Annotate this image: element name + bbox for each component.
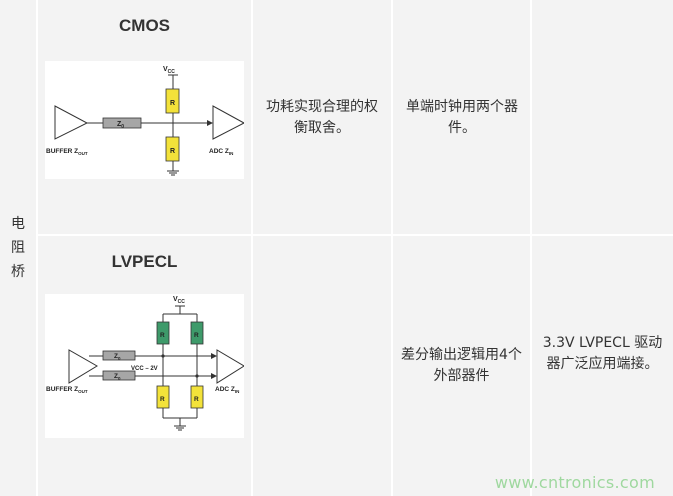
- svg-text:ADC ZIN: ADC ZIN: [215, 386, 239, 394]
- cmos-header: CMOS: [119, 16, 170, 35]
- svg-text:Z0: Z0: [114, 373, 121, 381]
- svg-text:BUFFER ZOUT: BUFFER ZOUT: [46, 386, 88, 394]
- row-label-cell: [0, 0, 36, 496]
- svg-text:VCC: VCC: [173, 296, 185, 305]
- adc-triangle-icon: [212, 105, 246, 140]
- lvpecl-header: LVPECL: [111, 252, 178, 271]
- cmos-col3-text: 功耗实现合理的权衡取舍。: [266, 99, 378, 136]
- svg-text:ADC ZIN: ADC ZIN: [209, 148, 233, 156]
- lvpecl-col3-cell: [253, 236, 391, 496]
- lvpecl-col4-cell: [393, 236, 530, 496]
- svg-text:R: R: [160, 396, 165, 403]
- svg-text:VCC – 2V: VCC – 2V: [131, 366, 158, 372]
- cmos-col4-cell: [393, 0, 530, 234]
- cmos-col5-cell: [532, 0, 673, 234]
- adc-triangle-icon: [216, 349, 245, 384]
- lvpecl-col4-text: 差分输出逻辑用4个外部器件: [401, 347, 522, 384]
- lvpecl-schematic: Z0 Z0 VCC – 2V VCC R R R R: [45, 294, 245, 438]
- svg-text:R: R: [170, 100, 175, 107]
- lvpecl-col5-text: 3.3V LVPECL 驱动器广泛应用端接。: [542, 335, 663, 372]
- watermark: www.cntronics.com: [494, 473, 655, 492]
- lvpecl-col5-cell: [532, 236, 673, 496]
- buffer-triangle-icon: [68, 349, 98, 384]
- svg-text:R: R: [160, 332, 165, 339]
- cmos-schematic: Z0 VCC R R BUFFER ZOUT ADC ZIN: [45, 61, 246, 179]
- svg-text:R: R: [194, 332, 199, 339]
- cmos-col3-cell: [253, 0, 391, 234]
- cmos-col4-text: 单端时钟用两个器件。: [406, 99, 518, 136]
- svg-text:BUFFER ZOUT: BUFFER ZOUT: [46, 148, 88, 156]
- svg-text:R: R: [170, 148, 175, 155]
- buffer-triangle-icon: [54, 105, 89, 140]
- row-label: 电阻桥: [0, 0, 36, 496]
- svg-text:VCC: VCC: [163, 66, 175, 75]
- svg-text:R: R: [194, 396, 199, 403]
- svg-text:Z0: Z0: [114, 353, 121, 361]
- row-label-text: 电阻桥: [11, 216, 25, 280]
- svg-text:Z0: Z0: [117, 121, 124, 130]
